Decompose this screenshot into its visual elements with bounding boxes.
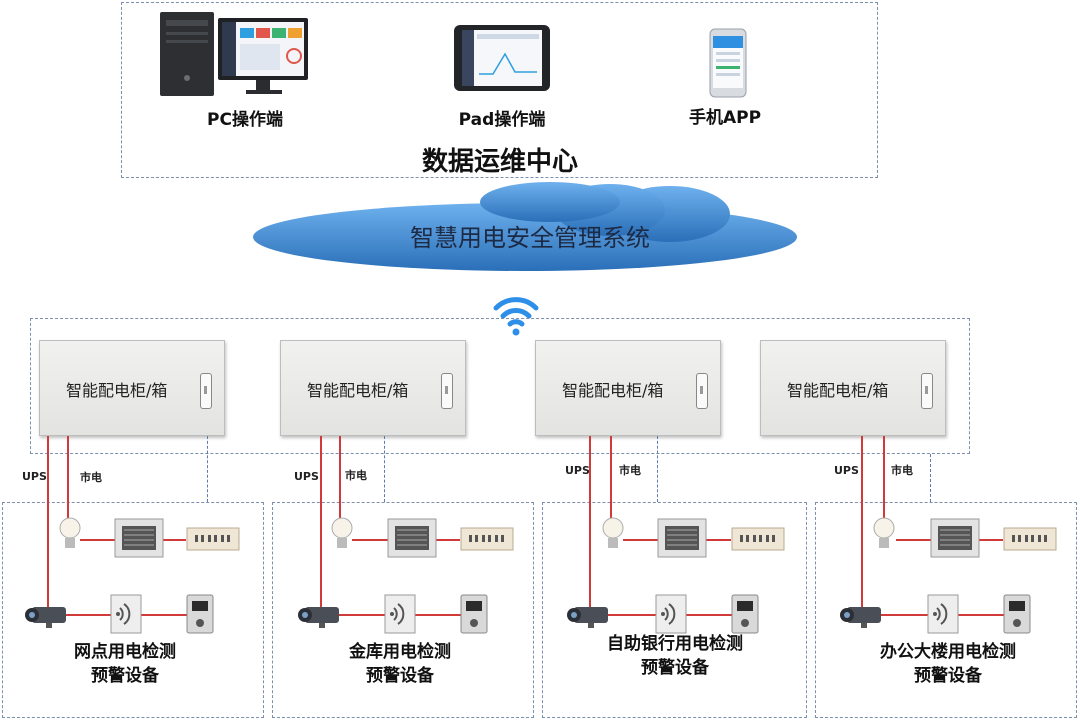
ups-label: UPS xyxy=(565,464,590,477)
power-socket-icon xyxy=(186,527,240,555)
tablet-icon xyxy=(453,24,551,96)
smart-cabinet-1: 智能配电柜/箱 xyxy=(39,340,225,436)
data-center-title: 数据运维中心 xyxy=(421,147,578,177)
zone-title-line2: 预警设备 xyxy=(914,666,982,686)
desktop-pc-icon xyxy=(158,8,310,102)
camera-icon xyxy=(24,603,70,633)
link-line xyxy=(657,436,658,502)
cabinet-network-box xyxy=(30,318,970,454)
wifi-icon xyxy=(492,290,540,342)
camera-icon xyxy=(839,603,885,633)
zone-title-line1: 办公大楼用电检测 xyxy=(880,642,1016,662)
pc-label: PC操作端 xyxy=(207,110,283,130)
zone-title-1: 网点用电检测 预警设备 xyxy=(30,640,220,688)
smart-cabinet-4: 智能配电柜/箱 xyxy=(760,340,946,436)
air-conditioner-icon xyxy=(114,518,164,562)
mains-label: 市电 xyxy=(619,464,641,477)
link-line xyxy=(930,454,931,502)
cabinet-label: 智能配电柜/箱 xyxy=(66,381,168,400)
smartphone-icon xyxy=(709,28,747,102)
air-conditioner-icon xyxy=(657,518,707,562)
zone-title-line2: 预警设备 xyxy=(641,658,709,678)
zone-title-2: 金库用电检测 预警设备 xyxy=(305,640,495,688)
light-bulb-icon xyxy=(58,516,82,556)
access-control-icon xyxy=(460,594,488,638)
air-conditioner-icon xyxy=(930,518,980,562)
power-socket-icon xyxy=(731,527,785,555)
cabinet-label: 智能配电柜/箱 xyxy=(307,381,409,400)
zone-box-1 xyxy=(2,502,264,718)
access-control-icon xyxy=(186,594,214,638)
sensor-panel-icon xyxy=(110,594,142,638)
zone-box-2 xyxy=(272,502,534,718)
smart-cabinet-3: 智能配电柜/箱 xyxy=(535,340,721,436)
zone-box-3 xyxy=(542,502,807,718)
cabinet-handle-icon xyxy=(696,373,708,409)
mains-label: 市电 xyxy=(891,464,913,477)
zone-title-line2: 预警设备 xyxy=(91,666,159,686)
power-socket-icon xyxy=(460,527,514,555)
zone-title-4: 办公大楼用电检测 预警设备 xyxy=(838,640,1058,688)
camera-icon xyxy=(566,603,612,633)
ups-label: UPS xyxy=(834,464,859,477)
system-name: 智慧用电安全管理系统 xyxy=(410,224,650,252)
zone-title-line1: 网点用电检测 xyxy=(74,642,176,662)
link-line xyxy=(384,436,385,502)
mains-label: 市电 xyxy=(80,471,102,484)
cabinet-handle-icon xyxy=(441,373,453,409)
sensor-panel-icon xyxy=(927,594,959,638)
zone-title-line1: 自助银行用电检测 xyxy=(607,634,743,654)
zone-box-4 xyxy=(815,502,1077,718)
zone-title-3: 自助银行用电检测 预警设备 xyxy=(565,632,785,680)
light-bulb-icon xyxy=(601,516,625,556)
pad-label: Pad操作端 xyxy=(458,110,546,130)
zone-title-line2: 预警设备 xyxy=(366,666,434,686)
sensor-panel-icon xyxy=(655,594,687,638)
cloud-shape xyxy=(250,182,810,286)
access-control-icon xyxy=(1003,594,1031,638)
cabinet-label: 智能配电柜/箱 xyxy=(787,381,889,400)
data-center-box xyxy=(121,2,878,178)
camera-icon xyxy=(297,603,343,633)
mains-label: 市电 xyxy=(345,469,367,482)
app-label: 手机APP xyxy=(688,108,762,128)
power-socket-icon xyxy=(1003,527,1057,555)
access-control-icon xyxy=(731,594,759,638)
ups-label: UPS xyxy=(22,470,47,483)
cabinet-handle-icon xyxy=(200,373,212,409)
ups-label: UPS xyxy=(294,470,319,483)
air-conditioner-icon xyxy=(387,518,437,562)
light-bulb-icon xyxy=(330,516,354,556)
cabinet-handle-icon xyxy=(921,373,933,409)
cabinet-label: 智能配电柜/箱 xyxy=(562,381,664,400)
sensor-panel-icon xyxy=(384,594,416,638)
light-bulb-icon xyxy=(872,516,896,556)
smart-cabinet-2: 智能配电柜/箱 xyxy=(280,340,466,436)
zone-title-line1: 金库用电检测 xyxy=(349,642,451,662)
link-line xyxy=(207,436,208,502)
